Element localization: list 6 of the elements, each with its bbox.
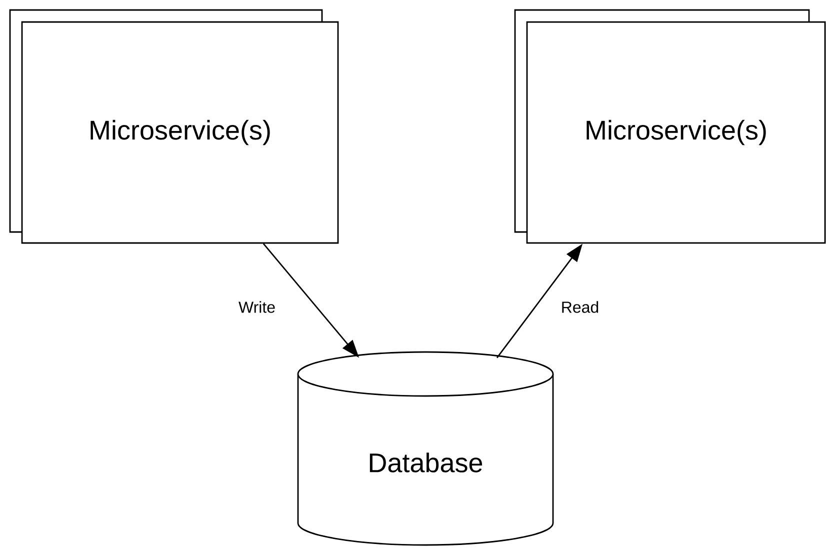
database-cylinder: Database bbox=[297, 351, 554, 546]
edge-label: Read bbox=[562, 301, 598, 313]
node-label: Database bbox=[370, 452, 482, 472]
stacked-box: Microservice(s) bbox=[9, 9, 339, 244]
edge-label: Write bbox=[238, 301, 275, 313]
stacked-box: Microservice(s) bbox=[514, 9, 826, 244]
